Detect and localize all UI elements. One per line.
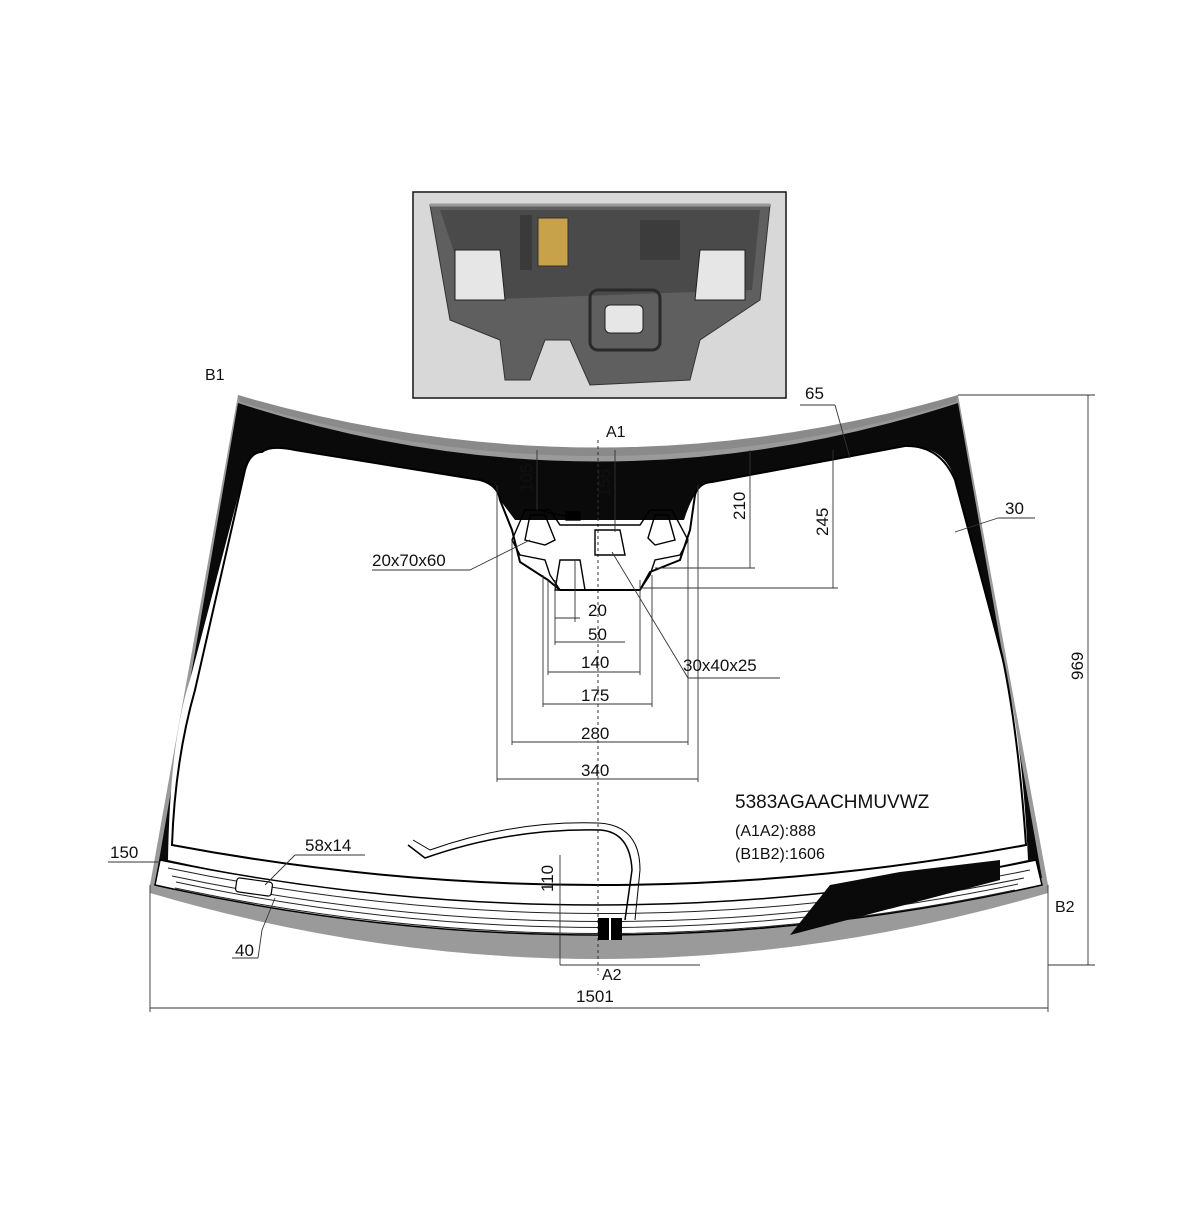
dim-175: 175 — [581, 686, 609, 705]
dim-210: 210 — [730, 492, 749, 520]
b1b2-length: (B1B2):1606 — [735, 846, 825, 863]
info-block: 5383AGAACHMUVWZ (A1A2):888 (B1B2):1606 — [735, 792, 930, 863]
dim-105: 105 — [517, 464, 536, 492]
dim-20: 20 — [588, 601, 607, 620]
label-b2: B2 — [1055, 899, 1075, 916]
dim-65: 65 — [805, 384, 824, 403]
callout-sensor-size: 30x40x25 — [683, 656, 757, 675]
dim-280: 280 — [581, 724, 609, 743]
point-labels: B1 B2 A1 A2 — [205, 367, 1075, 984]
dim-40: 40 — [235, 941, 254, 960]
dim-140: 140 — [581, 653, 609, 672]
dim-110: 110 — [538, 865, 557, 892]
dim-30: 30 — [1005, 499, 1024, 518]
dimension-lines — [108, 394, 1095, 1012]
dim-155: 155 — [595, 469, 614, 497]
label-b1: B1 — [205, 367, 225, 384]
part-code: 5383AGAACHMUVWZ — [735, 792, 930, 813]
heating-wire — [407, 829, 633, 921]
dim-1501: 1501 — [576, 987, 614, 1006]
dim-340: 340 — [581, 761, 609, 780]
a1a2-length: (A1A2):888 — [735, 823, 816, 840]
bracket-photo — [412, 191, 787, 399]
dim-245: 245 — [813, 508, 832, 536]
callout-bracket-size: 20x70x60 — [372, 551, 446, 570]
callout-heated-area: 58x14 — [305, 836, 351, 855]
dim-150: 150 — [110, 843, 138, 862]
label-a1: A1 — [606, 424, 626, 441]
callout-labels: 20x70x60 30x40x25 58x14 — [305, 551, 757, 855]
heated-patch — [234, 877, 274, 897]
dimension-labels: 65 30 969 1501 150 105 155 210 245 20 50… — [110, 384, 1087, 1006]
bracket-outline — [511, 509, 689, 591]
dim-969: 969 — [1068, 652, 1087, 680]
label-a2: A2 — [602, 967, 622, 984]
dim-50: 50 — [588, 625, 607, 644]
